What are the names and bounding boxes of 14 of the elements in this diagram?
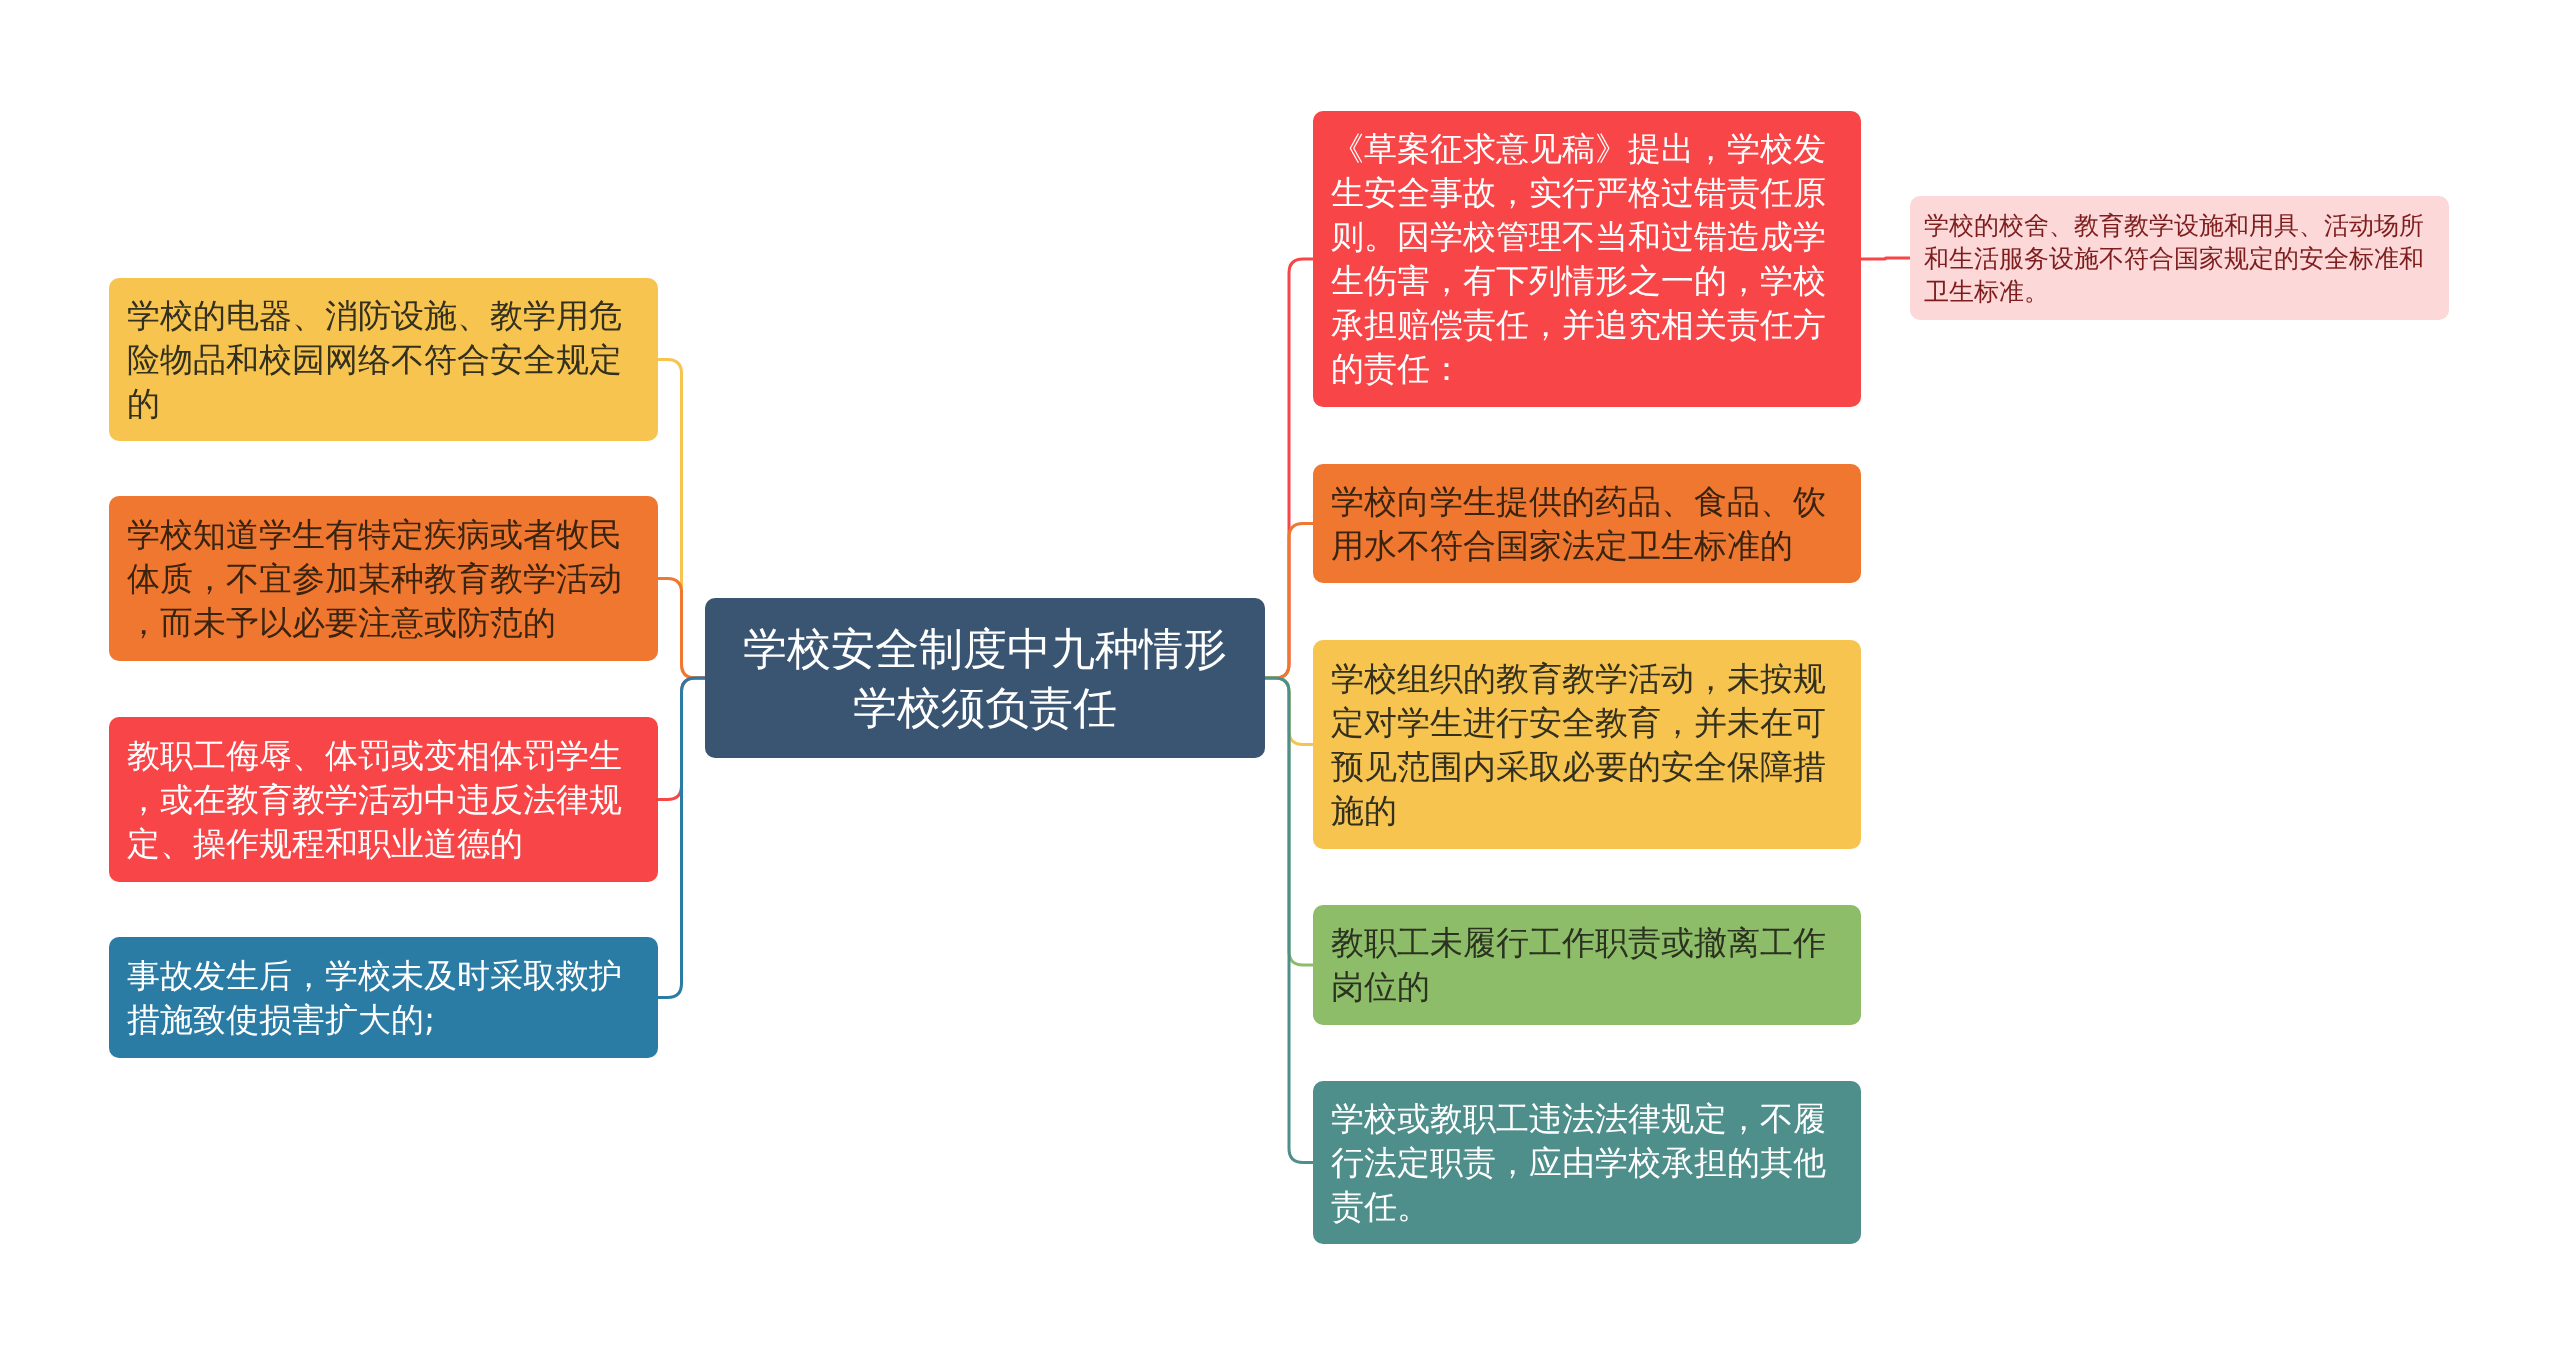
- topic-box: 事故发生后，学校未及时采取救护措施致使损害扩大的;: [109, 937, 658, 1058]
- topic-box: 《草案征求意见稿》提出，学校发生安全事故，实行严格过错责任原则。因学校管理不当和过错造成学生伤害，有下列情形之一的，学校承担赔偿责任，并追究相关责任方的责任：: [1313, 111, 1861, 407]
- topic-box: 教职工侮辱、体罚或变相体罚学生，或在教育教学活动中违反法律规定、操作规程和职业道德的: [109, 717, 658, 882]
- topic-box: 学校组织的教育教学活动，未按规定对学生进行安全教育，并未在可预见范围内采取必要的安全保障措施的: [1313, 640, 1861, 849]
- topic-box: 学校或教职工违法法律规定，不履行法定职责，应由学校承担的其他责任。: [1313, 1081, 1861, 1244]
- topic-box: 学校的电器、消防设施、教学用危险物品和校园网络不符合安全规定的: [109, 278, 658, 441]
- connector-line: [1265, 676, 1313, 1164]
- topic-box: 学校向学生提供的药品、食品、饮用水不符合国家法定卫生标准的: [1313, 464, 1861, 583]
- connector-line: [1861, 256, 1910, 261]
- central-topic-box: 学校安全制度中九种情形学校须负责任: [705, 598, 1265, 758]
- topic-box: 教职工未履行工作职责或撤离工作岗位的: [1313, 905, 1861, 1025]
- note-box: 学校的校舍、教育教学设施和用具、活动场所和生活服务设施不符合国家规定的安全标准和卫生标准。: [1910, 196, 2449, 320]
- topic-box: 学校知道学生有特定疾病或者牧民体质，不宜参加某种教育教学活动，而未予以必要注意或防范的: [109, 496, 658, 661]
- connector-line: [658, 676, 705, 999]
